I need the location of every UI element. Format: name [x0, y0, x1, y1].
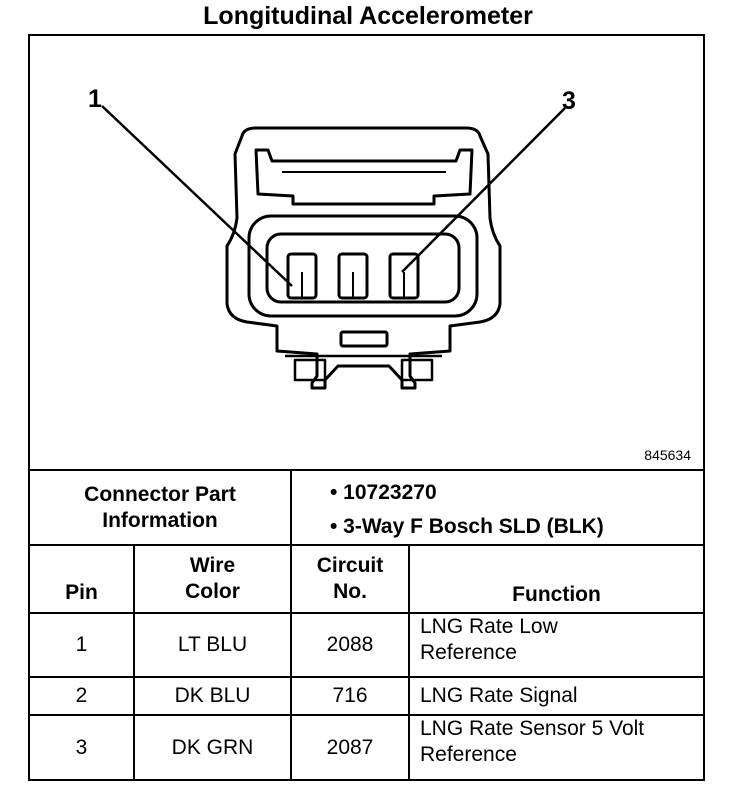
center-key-tab — [339, 330, 389, 348]
connector-illustration: 1 3 845634 — [30, 36, 703, 470]
header-function: Function — [512, 583, 601, 606]
grid-line — [30, 469, 703, 471]
table-row-1-function-line1: LNG Rate Low — [420, 615, 558, 638]
grid-line — [290, 469, 292, 779]
connector-part-number: • 10723270 — [330, 481, 437, 504]
connector-info-label-line2: Information — [102, 508, 218, 532]
table-row-2-wire-color: DK BLU — [174, 684, 251, 707]
table-row-1-function: LNG Rate Low Reference — [410, 614, 703, 676]
connector-shroud-outer — [247, 214, 479, 318]
table-row-3-circuit: 2087 — [326, 735, 374, 759]
table-row-3-function: LNG Rate Sensor 5 Volt Reference — [410, 716, 703, 779]
table-row-2-pin: 2 — [75, 684, 88, 707]
header-wire-color-line1: Wire — [189, 554, 236, 577]
connector-info-label-line1: Connector Part — [84, 482, 236, 506]
table-row-1-pin: 1 — [75, 633, 88, 656]
table-row-3-function-line1: LNG Rate Sensor 5 Volt — [420, 717, 645, 740]
connector-drawing — [101, 105, 566, 390]
left-clip-tab — [293, 358, 327, 382]
grid-line — [30, 544, 703, 546]
table-row-1-circuit: 2088 — [326, 633, 374, 656]
connector-latch — [254, 148, 474, 206]
callout-3: 3 — [562, 87, 576, 115]
header-wire-color: Wire Color — [135, 546, 290, 612]
header-wire-color-line2: Color — [185, 580, 240, 603]
figure-number: 845634 — [644, 447, 691, 463]
grid-line — [30, 676, 703, 678]
table-row-3-function-line2: Reference — [420, 743, 517, 766]
header-circuit: Circuit No. — [292, 546, 408, 612]
callout-3-leader — [401, 107, 566, 273]
connector-description: • 3-Way F Bosch SLD (BLK) — [330, 515, 604, 538]
grid-line — [30, 612, 703, 614]
grid-line — [133, 544, 135, 779]
table-row-2-circuit: 716 — [332, 684, 368, 707]
connector-info-items: • 10723270 • 3-Way F Bosch SLD (BLK) — [330, 476, 604, 544]
table-row-1-wire-color: LT BLU — [177, 633, 248, 656]
connector-info-label: Connector Part Information — [30, 471, 290, 544]
table-row-1-function-line2: Reference — [420, 641, 517, 664]
header-circuit-line1: Circuit — [316, 554, 384, 577]
callout-1: 1 — [88, 85, 102, 113]
diagram-title: Longitudinal Accelerometer — [203, 2, 533, 30]
table-row-3-pin: 3 — [75, 735, 88, 759]
connector-housing-outer — [225, 126, 502, 390]
grid-line — [408, 544, 410, 779]
table-row-3-wire-color: DK GRN — [171, 735, 254, 759]
connector-frame: 1 3 845634 Connector Part Information • … — [28, 34, 705, 781]
table-row-2-function: LNG Rate Signal — [420, 684, 578, 707]
header-circuit-line2: No. — [333, 580, 367, 603]
connector-shroud-inner — [265, 232, 461, 304]
callout-1-leader — [101, 105, 293, 287]
header-pin: Pin — [65, 581, 98, 604]
terminal-cavities — [286, 252, 420, 300]
right-clip-tab — [400, 358, 434, 382]
grid-line — [30, 714, 703, 716]
